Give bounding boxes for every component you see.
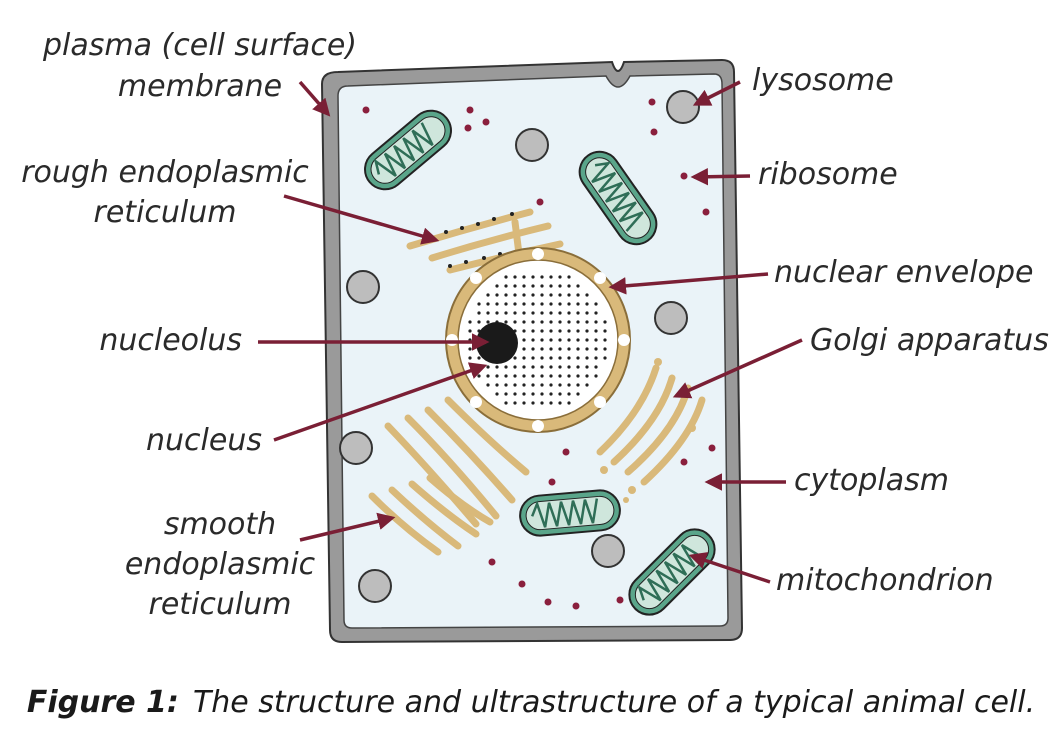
arrow-nucleus xyxy=(273,362,488,442)
lysosome xyxy=(346,270,380,304)
label-arrows xyxy=(258,80,803,584)
label-nucleus: nucleus xyxy=(146,423,262,458)
mitochondria xyxy=(364,109,716,616)
label-cytoplasm: cytoplasm xyxy=(794,463,949,498)
nucleus xyxy=(445,247,631,433)
figure-caption: Figure 1: The structure and ultrastructu… xyxy=(27,685,1035,720)
label-golgi-apparatus: Golgi apparatus xyxy=(810,323,1049,358)
mitochondrion xyxy=(578,150,658,246)
lysosome xyxy=(666,90,700,124)
lysosome xyxy=(591,534,625,568)
label-rough-er-line1: rough endoplasmic xyxy=(21,155,309,190)
mitochondrion xyxy=(364,109,452,191)
caption-text: The structure and ultrastructure of a ty… xyxy=(193,685,1035,720)
label-plasma-membrane-line2: membrane xyxy=(118,69,282,104)
label-nucleolus: nucleolus xyxy=(99,323,242,358)
label-mitochondrion: mitochondrion xyxy=(776,563,994,598)
arrow-lysosome xyxy=(692,80,741,106)
label-nuclear-envelope: nuclear envelope xyxy=(774,255,1033,290)
label-rough-er-line2: reticulum xyxy=(94,195,237,230)
arrow-smooth-er xyxy=(299,512,396,542)
nuclear-pores xyxy=(446,248,630,432)
smooth-endoplasmic-reticulum xyxy=(368,396,530,556)
arrow-ribosome xyxy=(690,168,751,186)
arrow-nuclear-envelope xyxy=(608,272,769,295)
lysosome xyxy=(515,128,549,162)
lysosome xyxy=(358,569,392,603)
label-lysosome: lysosome xyxy=(752,63,894,98)
lysosomes xyxy=(339,90,700,603)
labels: plasma (cell surface) membrane rough end… xyxy=(21,28,1049,622)
ribosomes xyxy=(362,98,716,610)
mitochondrion xyxy=(519,489,621,537)
caption-prefix: Figure 1: xyxy=(27,685,179,720)
arrow-golgi xyxy=(672,338,803,399)
lysosome xyxy=(654,301,688,335)
label-ribosome: ribosome xyxy=(758,157,898,192)
label-smooth-er-line1: smooth xyxy=(164,507,276,542)
label-smooth-er-line3: reticulum xyxy=(149,587,292,622)
arrow-rough-er xyxy=(283,194,440,245)
lysosome xyxy=(339,431,373,465)
arrow-plasma-membrane xyxy=(298,80,331,117)
nucleolus xyxy=(476,322,518,364)
label-smooth-er-line2: endoplasmic xyxy=(125,547,316,582)
arrow-mitochondrion xyxy=(688,552,771,584)
label-plasma-membrane-line1: plasma (cell surface) xyxy=(42,28,357,63)
